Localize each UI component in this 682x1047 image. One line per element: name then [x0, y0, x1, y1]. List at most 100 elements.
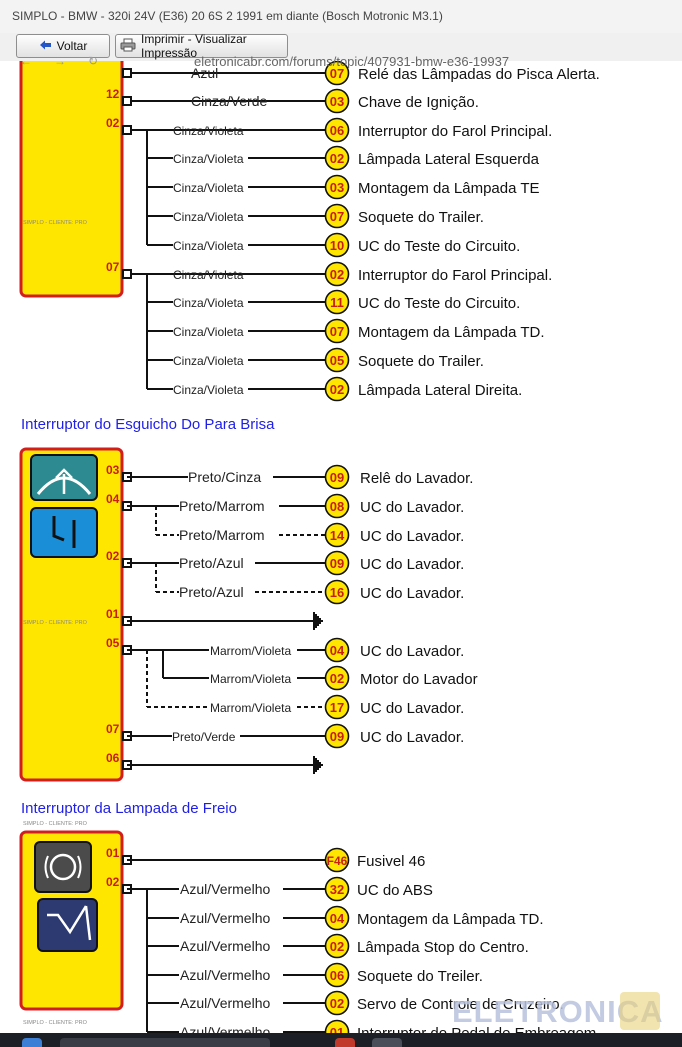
wire-color-label: Cinza/Violeta: [173, 181, 244, 195]
taskbar-search[interactable]: [60, 1038, 270, 1047]
section-title-brake-lamp-switch: Interruptor da Lampada de Freio: [21, 800, 237, 817]
wire-color-label: Azul/Vermelho: [180, 881, 270, 897]
connector-circle: [324, 522, 350, 548]
pin-label: 05: [106, 636, 120, 650]
pin-terminal: [122, 269, 132, 279]
destination-label: Lâmpada Lateral Esquerda: [358, 151, 540, 168]
wire-color-label: Cinza/Violeta: [173, 210, 244, 224]
destination-label: Soquete do Trailer.: [358, 209, 484, 226]
wire-color-label: Cinza/Violeta: [173, 268, 244, 282]
brake-warning-icon-arcs: [44, 855, 82, 879]
destination-label: UC do Lavador.: [360, 700, 464, 717]
destination-label: Relê do Lavador.: [360, 470, 473, 487]
pin-label: 01: [106, 846, 120, 860]
connector-circle: [324, 261, 350, 287]
connector-number: 07: [330, 209, 344, 224]
pin-label: 06: [106, 751, 120, 765]
destination-label: UC do Lavador.: [360, 643, 464, 660]
connector-number: 03: [330, 180, 344, 195]
pin-terminal: [122, 125, 132, 135]
eletronicabr-logo: ELETRONICA: [452, 988, 682, 1034]
connector-number: 05: [330, 353, 344, 368]
connector-number: 07: [330, 66, 344, 81]
section-title-windshield-washer-switch: Interruptor do Esguicho Do Para Brisa: [21, 416, 275, 433]
back-button[interactable]: Voltar: [16, 34, 110, 58]
pin-label: 07: [106, 260, 120, 274]
wire-color-label: Cinza/Verde: [191, 93, 267, 109]
destination-label: Lâmpada Stop do Centro.: [357, 939, 529, 956]
diagram-content: Interruptor do Esguicho Do Para Brisa In…: [0, 61, 682, 1033]
logo-badge: [620, 992, 660, 1030]
pin-label: 02: [106, 116, 120, 130]
watermark: SIMPLO - CLIENTE: PRO: [23, 821, 88, 827]
destination-label: UC do Lavador.: [360, 556, 464, 573]
destination-label: Montagem da Lâmpada TD.: [357, 911, 544, 928]
component-box: [19, 61, 124, 298]
print-button[interactable]: Imprimir - Visualizar Impressão: [115, 32, 288, 60]
window-titlebar: SIMPLO - BMW - 320i 24V (E36) 20 6S 2 19…: [0, 0, 682, 34]
connector-circle: [324, 550, 350, 576]
connector-circle: [324, 1019, 350, 1033]
back-button-label: Voltar: [56, 39, 88, 53]
connector-number: 17: [330, 700, 344, 715]
destination-label: Montagem da Lâmpada TD.: [358, 324, 545, 341]
connector-circle: [324, 61, 350, 86]
watermark: SIMPLO - CLIENTE: PRO: [23, 220, 88, 226]
taskbar-app-icon[interactable]: [372, 1038, 402, 1047]
destination-label: Servo de Controle de Cruzeiro.: [357, 996, 564, 1013]
destination-label: Soquete do Trailer.: [358, 353, 484, 370]
pin-label: 02: [106, 549, 120, 563]
pin-terminal: [122, 96, 132, 106]
forward-arrow-icon: →: [54, 54, 66, 68]
wire-color-label: Marrom/Violeta: [210, 701, 291, 715]
connector-circle: [324, 990, 350, 1016]
wire-color-label: Preto/Verde: [172, 730, 236, 744]
back-arrow-icon: [39, 39, 52, 54]
watermark: SIMPLO - CLIENTE: PRO: [23, 620, 88, 626]
connector-number: 32: [330, 882, 344, 897]
destination-label: Interruptor do Pedal de Embreagem: [357, 1025, 596, 1033]
brake-warning-icon: [34, 841, 92, 893]
connector-number: 07: [330, 324, 344, 339]
brake-pedal-icon-symbol: [47, 905, 92, 941]
connector-number: 14: [330, 528, 345, 543]
destination-label: UC do ABS: [357, 882, 433, 899]
destination-label: UC do Teste do Circuito.: [358, 238, 520, 255]
pin-terminal: [122, 68, 132, 78]
windshield-washer-icon-spray: [55, 468, 73, 494]
switch-icon: [30, 507, 98, 558]
destination-label: Interruptor do Farol Principal.: [358, 123, 552, 140]
wire-color-label: Azul: [191, 65, 218, 81]
connector-number: 11: [330, 295, 344, 310]
connector-circle: [324, 117, 350, 143]
connector-number: 04: [330, 911, 345, 926]
connector-circle: [324, 579, 350, 605]
wire-color-label: Azul/Vermelho: [180, 967, 270, 983]
destination-label: UC do Lavador.: [360, 528, 464, 545]
destination-label: Lâmpada Lateral Direita.: [358, 382, 522, 399]
connector-circle: [324, 203, 350, 229]
wire-color-label: Preto/Marrom: [179, 498, 265, 514]
connector-number: 08: [330, 499, 344, 514]
connector-number: 04: [330, 643, 345, 658]
print-button-label: Imprimir - Visualizar Impressão: [141, 32, 247, 60]
start-icon[interactable]: [22, 1038, 42, 1047]
connector-number: 02: [330, 996, 344, 1011]
wire-color-label: Preto/Marrom: [179, 527, 265, 543]
pin-label: 07: [106, 722, 120, 736]
toolbar: Voltar Imprimir - Visualizar Impressão: [0, 32, 682, 61]
wire-color-label: Cinza/Violeta: [173, 152, 244, 166]
connector-circle: [324, 933, 350, 959]
background-browser-bar: ← → ↻ eletronicabr.com/forums/topic/4079…: [0, 54, 682, 68]
wire-color-label: Cinza/Violeta: [173, 124, 244, 138]
pin-label: 04: [106, 492, 120, 506]
connector-circle: [324, 905, 350, 931]
taskbar-app-icon[interactable]: [335, 1038, 355, 1047]
connector-number: 09: [330, 470, 344, 485]
pin-label: 03: [106, 463, 120, 477]
connector-circle: [324, 493, 350, 519]
wire-color-label: Preto/Azul: [179, 555, 244, 571]
wire-color-label: Azul/Vermelho: [180, 995, 270, 1011]
printer-icon: [120, 38, 136, 55]
connector-circle: [324, 464, 350, 490]
